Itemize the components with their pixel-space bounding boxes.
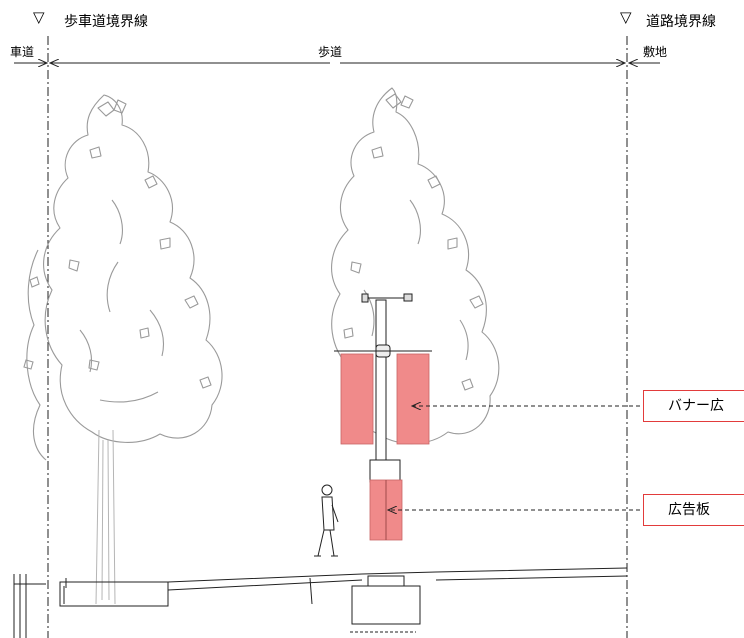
sidewalk-label: 歩道 xyxy=(318,45,343,59)
site-label: 敷地 xyxy=(643,45,668,59)
curb-boundary-label: 歩車道境界線 xyxy=(64,14,148,30)
tree-left xyxy=(43,94,223,443)
ground-section xyxy=(13,567,628,638)
light-pole xyxy=(334,293,432,483)
tree-center xyxy=(331,87,500,445)
road-boundary-mark: ▽ xyxy=(620,8,632,26)
roadway-label: 車道 xyxy=(10,45,35,59)
banner-ad-left xyxy=(340,353,374,445)
banner-ad-right xyxy=(396,353,430,445)
signboard-callout: 広告板 xyxy=(643,494,744,526)
pedestrian-figure xyxy=(314,484,339,557)
curb-boundary-mark: ▽ xyxy=(33,8,45,26)
tree-far-left xyxy=(23,249,47,461)
tree-left-trunk xyxy=(95,429,116,605)
road-boundary-label: 道路境界線 xyxy=(646,14,716,30)
banner-ad-callout: バナー広 xyxy=(643,390,744,422)
